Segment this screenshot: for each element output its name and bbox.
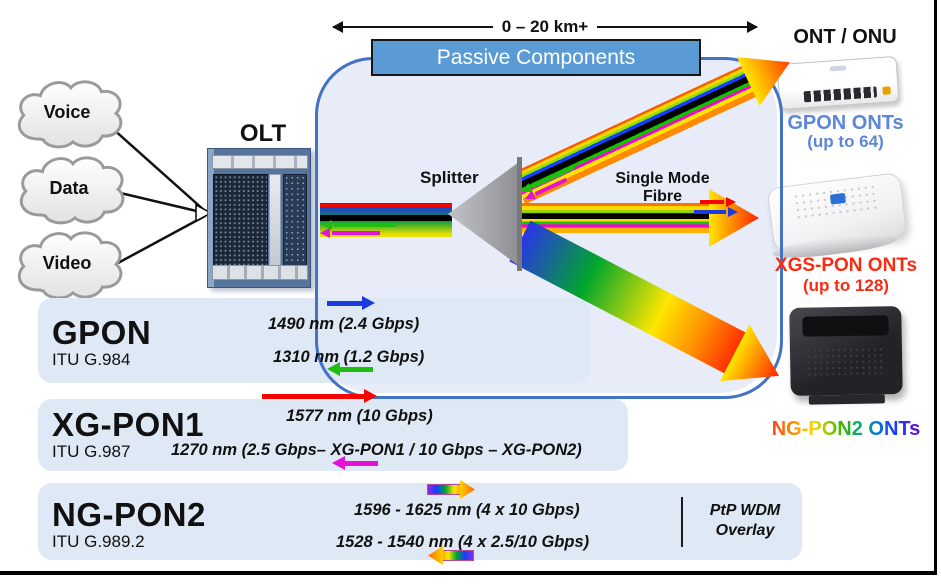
splitter-bar xyxy=(517,157,522,271)
xgpon1-downstream-wavelength: 1577 nm (10 Gbps) xyxy=(286,407,433,425)
ptp-wdm-overlay-label: PtP WDM Overlay xyxy=(709,502,781,539)
device-stand xyxy=(808,394,885,405)
distance-measure: 0 – 20 km+ xyxy=(332,15,758,39)
gpon-downstream-arrow-icon xyxy=(327,296,375,310)
cloud-icon xyxy=(17,231,123,300)
upstream-green-arrow-icon xyxy=(322,220,396,230)
olt-side-panel xyxy=(283,174,307,266)
slide-border-bottom xyxy=(0,571,937,575)
ngpon2-downstream-arrow-icon xyxy=(427,480,475,499)
splitter-label: Splitter xyxy=(420,168,479,187)
gpon-standard-name: GPON xyxy=(52,314,152,351)
downstream-red-arrow-icon xyxy=(700,197,736,207)
passive-components-header: Passive Components xyxy=(371,39,701,76)
olt-port-panel xyxy=(213,174,269,266)
downstream-blue-arrow-icon xyxy=(694,207,738,217)
fibre-bundle-olt xyxy=(320,203,452,238)
fibre-bundle-body xyxy=(521,203,713,233)
data-cloud-label: Data xyxy=(49,177,89,198)
cloud-icon xyxy=(19,156,125,225)
ngpon2-ont-device xyxy=(789,306,903,405)
ngpon2-panel xyxy=(38,483,802,560)
overlay-divider xyxy=(681,497,683,547)
ngpon2-standard-itu: ITU G.989.2 xyxy=(52,532,145,551)
data-cloud: Data xyxy=(10,152,128,230)
device-screen xyxy=(802,315,889,337)
gpon-downstream-wavelength: 1490 nm (2.4 Gbps) xyxy=(268,315,420,333)
voice-cloud-label: Voice xyxy=(43,101,91,122)
gpon-standard-itu: ITU G.984 xyxy=(52,350,131,369)
red-wavelength-line xyxy=(320,204,452,207)
xgpon1-upstream-wavelength: 1270 nm (2.5 Gbps– XG-PON1 / 10 Gbps – X… xyxy=(171,441,582,459)
distance-label: 0 – 20 km+ xyxy=(501,17,589,36)
gpon-onts-label: GPON ONTs xyxy=(787,112,904,134)
olt-label: OLT xyxy=(239,120,287,147)
single-mode-fibre-label: Single Mode Fibre xyxy=(615,170,710,206)
voice-cloud: Voice xyxy=(8,76,126,154)
passive-components-label: Passive Components xyxy=(436,45,636,69)
ngpon2-upstream-wavelength: 1528 - 1540 nm (4 x 2.5/10 Gbps) xyxy=(336,533,590,551)
xgpon1-downstream-arrow-icon xyxy=(262,389,377,403)
ont-onu-header: ONT / ONU xyxy=(793,26,897,48)
ngpon2-upstream-arrow-icon xyxy=(428,546,474,565)
device-logo xyxy=(829,192,846,205)
device-ports xyxy=(803,86,877,103)
device-led xyxy=(882,86,891,95)
gpon-panel xyxy=(38,298,590,383)
device-vent-grid xyxy=(805,346,887,378)
gpon-ont-device xyxy=(776,55,900,111)
xgpon1-standard-name: XG-PON1 xyxy=(52,406,205,443)
fibre-bundle-xgs xyxy=(521,189,761,247)
olt-bottom-bar xyxy=(212,265,308,280)
olt-top-bar xyxy=(212,155,308,169)
slide-border-right xyxy=(934,0,937,575)
xgspon-onts-capacity: (up to 128) xyxy=(803,276,889,295)
ngpon2-onts-label: NG-PON2 ONTs xyxy=(756,418,936,441)
olt-slot xyxy=(269,174,282,266)
video-cloud: Video xyxy=(8,227,126,305)
device-logo xyxy=(829,65,847,72)
xgpon1-standard-itu: ITU G.987 xyxy=(52,442,131,461)
gpon-upstream-wavelength: 1310 nm (1.2 Gbps) xyxy=(273,348,425,366)
black-fibre-line xyxy=(320,215,452,221)
cloud-icon xyxy=(17,80,123,149)
upstream-magenta-arrow-icon xyxy=(320,228,380,238)
measure-right-arrow-icon xyxy=(597,21,758,33)
xgpon1-upstream-arrow-icon xyxy=(332,456,378,470)
gpon-onts-capacity: (up to 64) xyxy=(807,132,884,151)
ngpon2-standard-name: NG-PON2 xyxy=(52,496,206,533)
gpon-upstream-arrow-icon xyxy=(327,362,373,376)
olt-chassis xyxy=(207,148,311,288)
ngpon2-downstream-wavelength: 1596 - 1625 nm (4 x 10 Gbps) xyxy=(354,501,580,519)
xgspon-onts-label: XGS-PON ONTs xyxy=(774,255,918,276)
video-cloud-label: Video xyxy=(42,252,92,273)
measure-left-arrow-icon xyxy=(332,21,493,33)
